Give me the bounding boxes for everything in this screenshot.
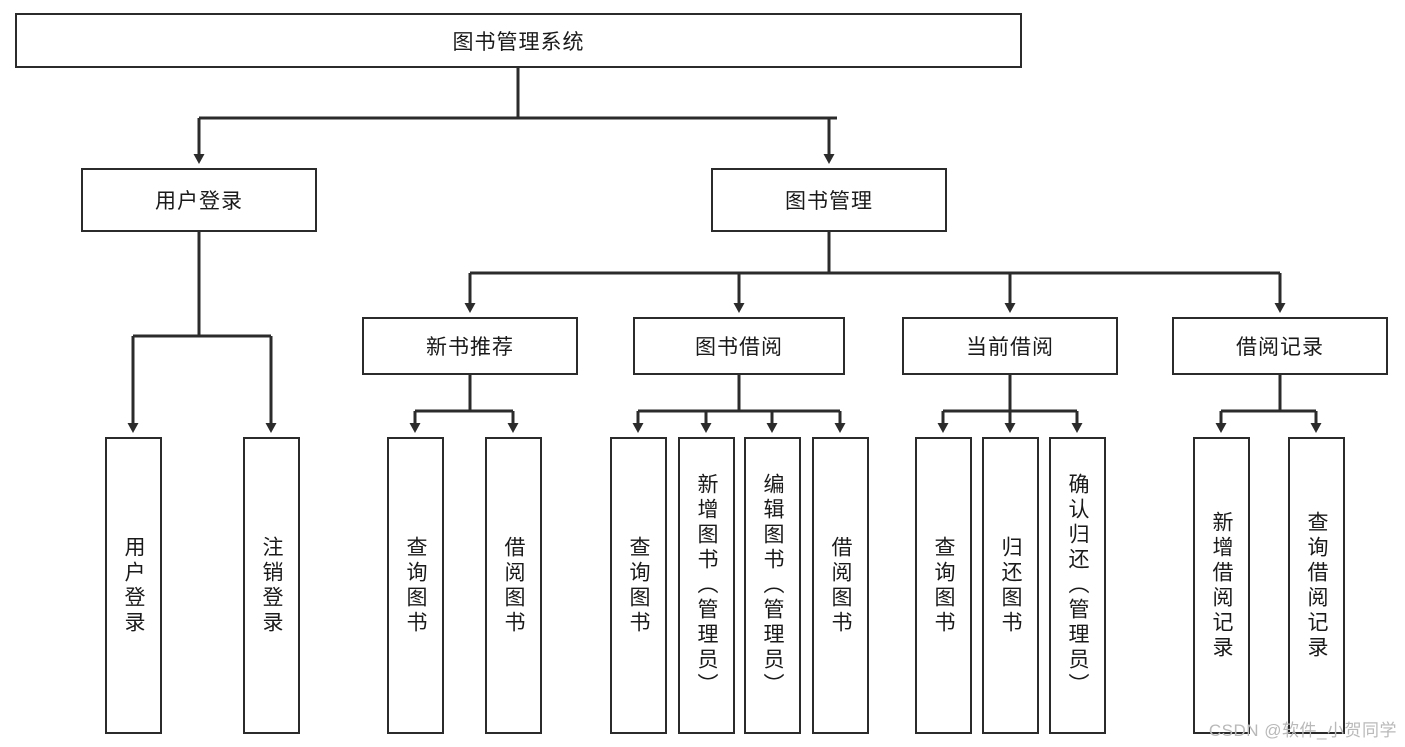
leaf-logout[interactable]: 注销登录 — [243, 437, 300, 734]
leaf-add-book-admin[interactable]: 新增图书（管理员） — [678, 437, 735, 734]
leaf-return-book[interactable]: 归还图书 — [982, 437, 1039, 734]
node-label: 借阅记录 — [1236, 336, 1324, 359]
node-label: 图书管理 — [785, 190, 873, 213]
leaf-borrow-book-recommend[interactable]: 借阅图书 — [485, 437, 542, 734]
node-root[interactable]: 图书管理系统 — [15, 13, 1022, 68]
node-label: 借阅图书 — [502, 535, 525, 636]
leaf-edit-book-admin[interactable]: 编辑图书（管理员） — [744, 437, 801, 734]
node-label: 查询图书 — [404, 535, 427, 636]
leaf-confirm-return-admin[interactable]: 确认归还（管理员） — [1049, 437, 1106, 734]
node-book-management-group[interactable]: 图书管理 — [711, 168, 947, 232]
node-label: 归还图书 — [999, 535, 1022, 636]
node-label: 查询图书 — [932, 535, 955, 636]
node-label: 新增借阅记录 — [1210, 510, 1233, 661]
node-label: 新书推荐 — [426, 336, 514, 359]
node-label: 用户登录 — [155, 190, 243, 213]
node-label: 新增图书（管理员） — [695, 473, 718, 698]
node-new-book-recommend[interactable]: 新书推荐 — [362, 317, 578, 375]
node-label: 用户登录 — [122, 535, 145, 636]
leaf-query-book-current[interactable]: 查询图书 — [915, 437, 972, 734]
node-label: 注销登录 — [260, 535, 283, 636]
leaf-query-book[interactable]: 查询图书 — [610, 437, 667, 734]
node-user-login-group[interactable]: 用户登录 — [81, 168, 317, 232]
node-label: 确认归还（管理员） — [1066, 473, 1089, 698]
node-label: 当前借阅 — [966, 336, 1054, 359]
leaf-borrow-book[interactable]: 借阅图书 — [812, 437, 869, 734]
node-borrow-records[interactable]: 借阅记录 — [1172, 317, 1388, 375]
node-label: 查询图书 — [627, 535, 650, 636]
leaf-query-borrow-record[interactable]: 查询借阅记录 — [1288, 437, 1345, 734]
node-current-borrow[interactable]: 当前借阅 — [902, 317, 1118, 375]
leaf-user-login[interactable]: 用户登录 — [105, 437, 162, 734]
leaf-query-book-recommend[interactable]: 查询图书 — [387, 437, 444, 734]
node-label: 编辑图书（管理员） — [761, 473, 784, 698]
node-label: 图书管理系统 — [452, 30, 585, 54]
leaf-add-borrow-record[interactable]: 新增借阅记录 — [1193, 437, 1250, 734]
node-book-borrow[interactable]: 图书借阅 — [633, 317, 845, 375]
node-label: 借阅图书 — [829, 535, 852, 636]
node-label: 图书借阅 — [695, 336, 783, 359]
watermark-text: CSDN @软件_小贺同学 — [1208, 721, 1397, 740]
node-label: 查询借阅记录 — [1305, 510, 1328, 661]
